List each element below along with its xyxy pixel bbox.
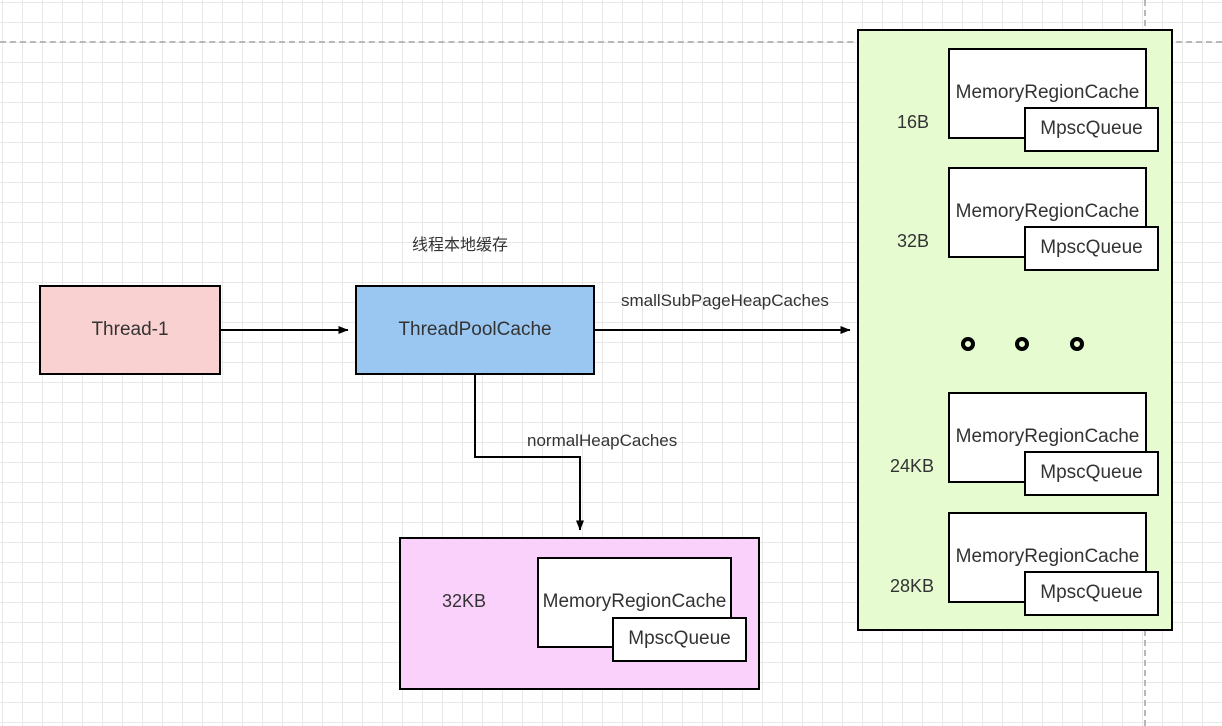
group-small-sub-page-heap-caches: 16B MemoryRegionCache MpscQueue 32B Memo…	[857, 29, 1173, 631]
mpsc-queue-row-1-label: MpscQueue	[1040, 237, 1143, 259]
mpsc-queue-row-3-label: MpscQueue	[1040, 582, 1143, 604]
ellipsis-dot-1-icon	[1015, 337, 1029, 351]
guide-line-horizontal	[0, 41, 1222, 43]
mpsc-queue-row-2[interactable]: MpscQueue	[1024, 451, 1159, 496]
mpsc-queue-normal-row-0-label: MpscQueue	[628, 628, 731, 650]
node-thread-pool-cache-label: ThreadPoolCache	[398, 318, 552, 340]
size-label-normal-row-0: 32KB	[441, 591, 487, 611]
memory-region-cache-row-2-label: MemoryRegionCache	[955, 426, 1140, 448]
group-normal-heap-caches: 32KB MemoryRegionCache MpscQueue	[399, 537, 760, 690]
memory-region-cache-row-1-label: MemoryRegionCache	[955, 201, 1140, 223]
node-thread-1-label: Thread-1	[91, 318, 169, 340]
edge-label-normal-heap-caches: normalHeapCaches	[527, 431, 678, 450]
mpsc-queue-row-0-label: MpscQueue	[1040, 118, 1143, 140]
mpsc-queue-row-2-label: MpscQueue	[1040, 462, 1143, 484]
mpsc-queue-row-3[interactable]: MpscQueue	[1024, 571, 1159, 616]
memory-region-cache-normal-row-0-label: MemoryRegionCache	[542, 591, 727, 613]
size-label-row-2: 24KB	[889, 456, 935, 476]
mpsc-queue-row-0[interactable]: MpscQueue	[1024, 107, 1159, 152]
mpsc-queue-row-1[interactable]: MpscQueue	[1024, 226, 1159, 271]
memory-region-cache-row-3-label: MemoryRegionCache	[955, 546, 1140, 568]
size-label-row-0: 16B	[896, 112, 930, 132]
mpsc-queue-normal-row-0[interactable]: MpscQueue	[612, 617, 747, 662]
memory-region-cache-row-0-label: MemoryRegionCache	[955, 82, 1140, 104]
ellipsis-dot-2-icon	[1070, 337, 1084, 351]
node-thread-pool-cache[interactable]: ThreadPoolCache	[355, 285, 595, 375]
size-label-row-3: 28KB	[889, 576, 935, 596]
size-label-row-1: 32B	[896, 231, 930, 251]
ellipsis-dot-0-icon	[961, 337, 975, 351]
edge-label-small-sub-page-heap-caches: smallSubPageHeapCaches	[621, 291, 829, 310]
node-thread-1[interactable]: Thread-1	[39, 285, 221, 375]
thread-local-cache-note: 线程本地缓存	[412, 235, 509, 254]
